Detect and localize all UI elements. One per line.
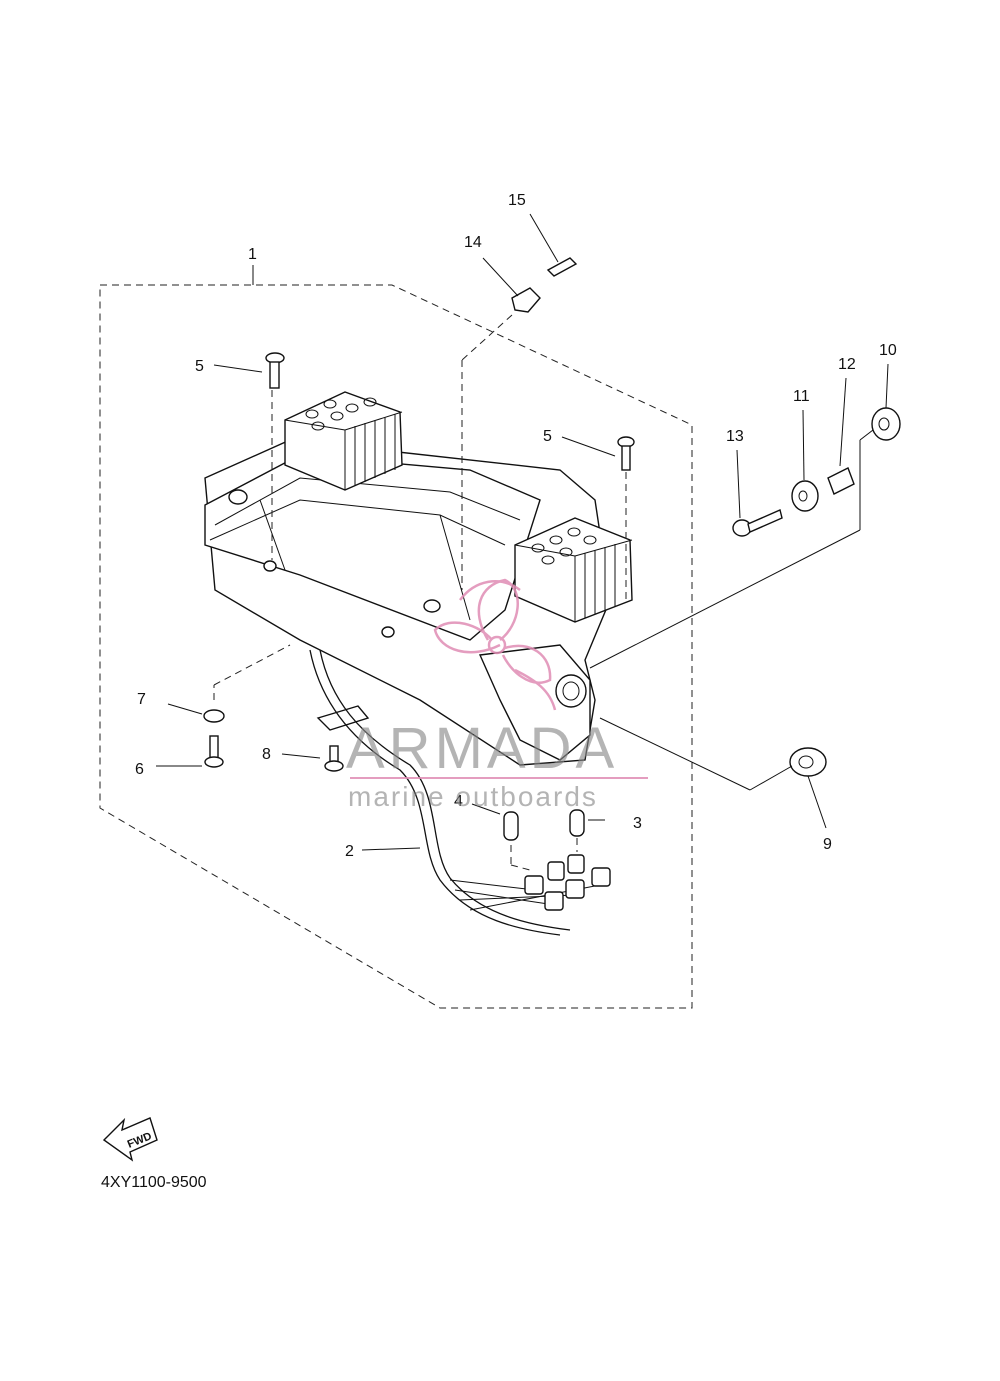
callout-5-left: 5 xyxy=(195,358,204,375)
callout-1: 1 xyxy=(248,246,257,263)
armada-logo: ARMADA marine outboards xyxy=(346,578,648,812)
bolt-13 xyxy=(732,509,783,537)
callout-6: 6 xyxy=(135,761,144,778)
diagram-code: 4XY1100-9500 xyxy=(101,1174,207,1191)
screw-5-left xyxy=(265,352,285,389)
screw-5-right xyxy=(617,436,635,471)
heat-sink-left xyxy=(284,391,403,491)
callout-2: 2 xyxy=(345,843,354,860)
leader-lines xyxy=(156,213,889,871)
callout-8: 8 xyxy=(262,746,271,763)
washer-7 xyxy=(203,709,225,723)
grommet-10 xyxy=(871,407,901,441)
callout-labels: 1 2 3 4 5 5 6 7 8 9 10 11 12 13 14 15 xyxy=(135,192,897,860)
watermark-tagline: marine outboards xyxy=(348,781,598,812)
grommet-14 xyxy=(511,287,541,313)
cap-3 xyxy=(569,809,585,837)
callout-11: 11 xyxy=(793,388,810,405)
cap-4 xyxy=(503,811,519,841)
callout-3: 3 xyxy=(633,815,642,832)
connectors xyxy=(524,854,611,911)
callout-12: 12 xyxy=(838,356,856,373)
callout-5-right: 5 xyxy=(543,428,552,445)
heat-sink-right xyxy=(514,517,633,623)
callout-4: 4 xyxy=(454,793,463,810)
callout-7: 7 xyxy=(137,691,146,708)
assembly-outline xyxy=(99,284,693,1009)
callout-9: 9 xyxy=(823,836,832,853)
grommet-9 xyxy=(789,747,827,777)
propeller-icon xyxy=(433,578,557,711)
callout-13: 13 xyxy=(726,428,744,445)
ecu-body xyxy=(204,391,633,766)
callout-14: 14 xyxy=(464,234,482,251)
bolt-6 xyxy=(204,735,224,768)
watermark-brand: ARMADA xyxy=(346,716,618,781)
bolt-8 xyxy=(324,745,344,772)
collar-12 xyxy=(827,467,855,495)
callout-15: 15 xyxy=(508,192,526,209)
fwd-arrow-icon: FWD xyxy=(102,1117,158,1162)
callout-10: 10 xyxy=(879,342,897,359)
bolt-15 xyxy=(546,257,578,277)
grommet-11 xyxy=(791,480,819,512)
